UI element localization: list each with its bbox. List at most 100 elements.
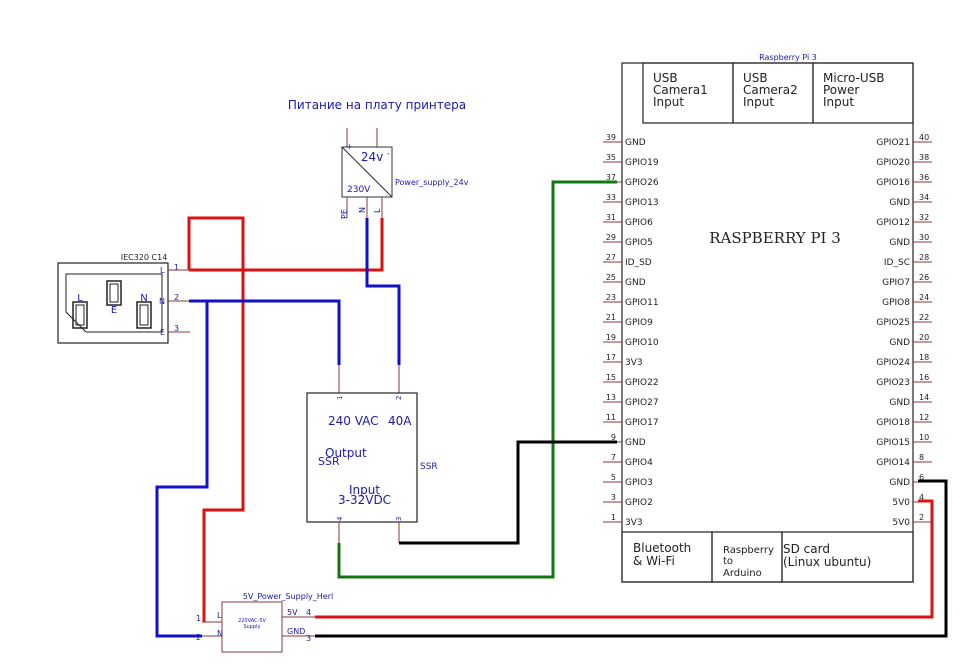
psu5-pin-n: N bbox=[217, 629, 223, 638]
ssr-left-label: SSR bbox=[318, 455, 340, 468]
rpi-top-box-2-line-2: Camera2 bbox=[743, 83, 798, 97]
rpi-right-pin-30-number: 30 bbox=[919, 233, 929, 242]
iec-face-n: N bbox=[140, 293, 147, 304]
rpi-top-box-1-line-3: Input bbox=[653, 95, 684, 109]
rpi-left-pin-29-name: GPIO5 bbox=[625, 238, 653, 248]
iec-name: IEC320 C14 bbox=[121, 253, 168, 262]
wire-blue-psu24 bbox=[365, 218, 401, 365]
wire-red-live bbox=[187, 216, 384, 622]
rpi-right-pin-34-number: 34 bbox=[919, 193, 929, 202]
ssr-current: 40A bbox=[388, 414, 412, 428]
rpi-right-pin-30-name: GND bbox=[889, 238, 910, 248]
rpi-left-pin-7-name: GPIO4 bbox=[625, 458, 653, 468]
rpi-right-pin-8-name: GPIO14 bbox=[876, 458, 910, 468]
rpi-left-pin-15-name: GPIO22 bbox=[625, 378, 659, 388]
wire-blue-neutral-ssr bbox=[189, 299, 341, 365]
rpi-right-pin-14-number: 14 bbox=[919, 393, 929, 402]
rpi-left-pin-31-name: GPIO6 bbox=[625, 218, 653, 228]
psu24-in-label: 230V bbox=[347, 185, 371, 195]
rpi-left-pin-1-name: 3V3 bbox=[625, 518, 643, 528]
psu5-pin-gnd: GND bbox=[287, 627, 305, 636]
rpi-left-pin-5-number: 5 bbox=[611, 473, 616, 482]
rpi-right-pin-28-name: ID_SC bbox=[884, 258, 910, 268]
rpi-body bbox=[621, 62, 914, 583]
psu24-pin-minus: - bbox=[387, 149, 390, 158]
psu5-body bbox=[221, 601, 283, 653]
printer-power-title: Питание на плату принтера bbox=[288, 98, 466, 112]
rpi-left-pin-3-name: GPIO2 bbox=[625, 498, 653, 508]
psu24-out-label: 24v bbox=[361, 150, 383, 164]
rpi-top-box-3-line-1: Micro-USB bbox=[823, 71, 884, 85]
rpi-title: RASPBERRY PI 3 bbox=[709, 229, 841, 247]
rpi-right-pin-38-name: GPIO20 bbox=[876, 158, 910, 168]
psu5-pin-5v: 5V bbox=[287, 608, 298, 617]
rpi-right-pin-4-name: 5V0 bbox=[892, 498, 910, 508]
rpi-left-pin-27-number: 27 bbox=[606, 253, 616, 262]
rpi-right-pin-header: 40GPIO2138GPIO2036GPIO1634GND32GPIO1230G… bbox=[876, 133, 932, 528]
rpi-right-pin-36-name: GPIO16 bbox=[876, 178, 910, 188]
wire-black-ssr-ground bbox=[399, 440, 617, 545]
psu24-pin-pe: PE bbox=[340, 209, 349, 219]
rpi-top-box-2-line-3: Input bbox=[743, 95, 774, 109]
ssr: 1 2 240 VAC 40A Output SSR SSR Input 3-3… bbox=[306, 365, 438, 543]
rpi-left-pin-31-number: 31 bbox=[606, 213, 616, 222]
rpi-left-pin-15-number: 15 bbox=[606, 373, 616, 382]
rpi-right-pin-6-name: GND bbox=[889, 478, 910, 488]
rpi-left-pin-29-number: 29 bbox=[606, 233, 616, 242]
rpi-left-pin-37-number: 37 bbox=[606, 173, 616, 182]
rpi-right-pin-40-number: 40 bbox=[919, 133, 929, 142]
rpi-micro-usb-box bbox=[812, 62, 914, 124]
rpi-right-pin-16-number: 16 bbox=[919, 373, 929, 382]
psu5-pin-num-4: 4 bbox=[306, 608, 311, 617]
iec-pin-num-2: 2 bbox=[174, 293, 179, 302]
ssr-voltage: 240 VAC bbox=[328, 414, 379, 428]
rpi-left-pin-11-number: 11 bbox=[606, 413, 616, 422]
psu24-pin-n: N bbox=[358, 207, 367, 213]
rpi-right-pin-14-name: GND bbox=[889, 398, 910, 408]
psu5-inner-1: 220VAC-5V bbox=[238, 618, 266, 624]
rpi-bottom-box-1-line-2: & Wi-Fi bbox=[633, 554, 675, 568]
rpi-right-pin-38-number: 38 bbox=[919, 153, 929, 162]
psu24-diagonal bbox=[341, 146, 393, 198]
rpi-top-box-3-line-3: Input bbox=[823, 95, 854, 109]
rpi-right-pin-6-number: 6 bbox=[919, 473, 924, 482]
rpi-left-pin-27-name: ID_SD bbox=[625, 258, 652, 268]
ssr-pin-2: 2 bbox=[395, 396, 403, 400]
rpi-right-pin-16-name: GPIO23 bbox=[876, 378, 910, 388]
iec-socket-outline bbox=[65, 273, 163, 333]
rpi-left-pin-17-number: 17 bbox=[606, 353, 616, 362]
rpi-left-pin-9-name: GND bbox=[625, 438, 646, 448]
rpi-left-pin-3-number: 3 bbox=[611, 493, 616, 502]
iec-face-l: L bbox=[77, 293, 83, 304]
psu5-pin-l: L bbox=[217, 611, 222, 620]
rpi-left-pin-39-number: 39 bbox=[606, 133, 616, 142]
rpi-left-pin-35-number: 35 bbox=[606, 153, 616, 162]
ssr-input-label: Input bbox=[349, 483, 380, 497]
rpi-left-pin-9-number: 9 bbox=[611, 433, 616, 442]
rpi-right-pin-8-number: 8 bbox=[919, 453, 924, 462]
iec-pin-num-3: 3 bbox=[174, 324, 179, 333]
psu-5v: 5V_Power_Supply_Herl 220VAC-5V Supply L … bbox=[196, 592, 333, 653]
wire-blue-psu5 bbox=[155, 301, 209, 638]
rpi-bottom-box-3-line-1: SD card bbox=[783, 542, 830, 556]
ssr-input-range: 3-32VDC bbox=[338, 493, 391, 507]
psu24-label: Power_supply_24v bbox=[395, 178, 469, 187]
rpi-left-pin-11-name: GPIO17 bbox=[625, 418, 659, 428]
psu5-pin-num-3: 3 bbox=[306, 634, 311, 643]
rpi-left-pin-23-name: GPIO11 bbox=[625, 298, 659, 308]
rpi-right-pin-10-number: 10 bbox=[919, 433, 929, 442]
iec-pin-e: E bbox=[160, 328, 165, 337]
iec-pin-num-1: 1 bbox=[174, 263, 179, 272]
rpi-left-pin-19-number: 19 bbox=[606, 333, 616, 342]
rpi-top-box-1-line-1: USB bbox=[653, 71, 678, 85]
raspberry-pi: Raspberry Pi 3 USB Camera1 Input USB Cam… bbox=[603, 53, 932, 583]
ssr-pin-4: 4 bbox=[336, 516, 344, 521]
rpi-right-pin-32-number: 32 bbox=[919, 213, 929, 222]
psu5-inner-2: Supply bbox=[243, 624, 260, 630]
iec-body bbox=[57, 262, 169, 344]
psu5-pin-num-1: 1 bbox=[196, 614, 201, 623]
rpi-left-pin-7-number: 7 bbox=[611, 453, 616, 462]
rpi-left-pin-header: 39GND35GPIO1937GPIO2633GPIO1331GPIO629GP… bbox=[603, 133, 659, 528]
ssr-output-label: Output bbox=[325, 446, 367, 460]
rpi-left-pin-33-number: 33 bbox=[606, 193, 616, 202]
